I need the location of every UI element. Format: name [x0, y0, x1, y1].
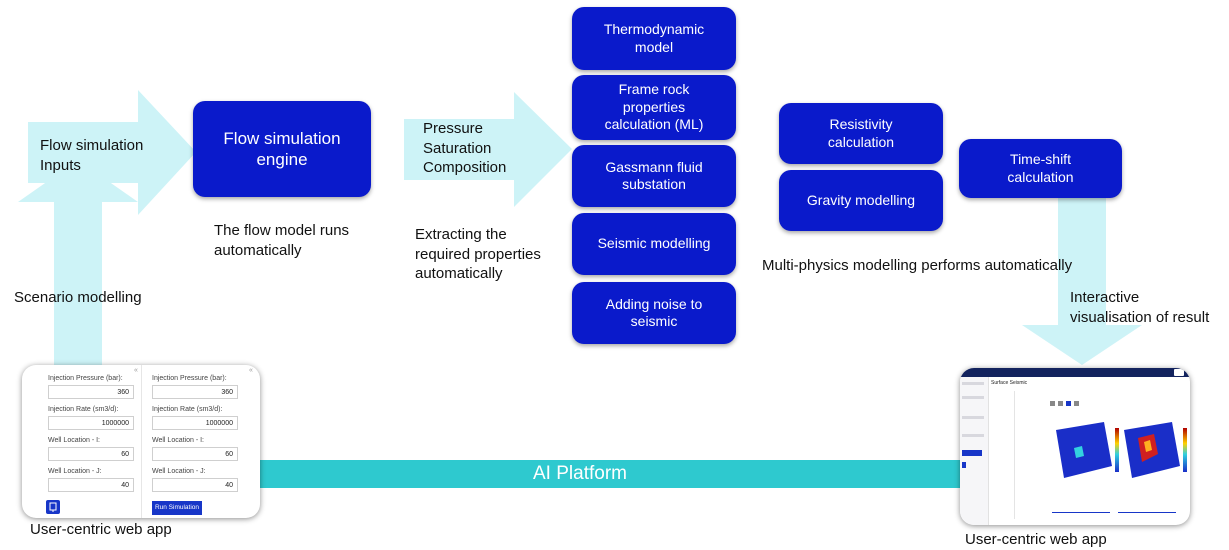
- sidebar-button[interactable]: [962, 450, 982, 456]
- injection-pressure-input[interactable]: 360: [152, 385, 238, 399]
- toolbar-button[interactable]: [1058, 401, 1063, 406]
- well-location-j-label: Well Location - J:: [152, 468, 206, 475]
- ai-platform-bar: [255, 460, 965, 488]
- collapse-icon[interactable]: «: [249, 367, 253, 374]
- slider-track[interactable]: [1052, 512, 1110, 513]
- injection-rate-label: Injection Rate (sm3/d):: [152, 406, 223, 413]
- injection-pressure-label: Injection Pressure (bar):: [152, 375, 227, 382]
- injection-pressure-label: Injection Pressure (bar):: [48, 375, 123, 382]
- run-simulation-button[interactable]: Run Simulation: [152, 501, 202, 515]
- app-divider: [141, 365, 142, 518]
- sidebar-item[interactable]: [962, 416, 984, 419]
- sidebar-item[interactable]: [962, 382, 984, 385]
- gravity-modelling-box: Gravity modelling: [779, 170, 943, 231]
- scenario-label: Scenario modelling: [14, 289, 142, 306]
- injection-pressure-input[interactable]: 360: [48, 385, 134, 399]
- seismic-map-plot: [1056, 422, 1119, 478]
- controls-panel: [1017, 391, 1039, 519]
- slider-track[interactable]: [1118, 512, 1176, 513]
- sidebar-item[interactable]: [962, 434, 984, 437]
- multiphysics-caption: Multi-physics modelling performs automat…: [762, 257, 1073, 274]
- properties-arrow: [404, 92, 572, 207]
- collapse-icon[interactable]: «: [134, 367, 138, 374]
- toolbar-button[interactable]: [1050, 401, 1055, 406]
- flow-inputs-arrow: [28, 90, 196, 215]
- sidebar-item[interactable]: [962, 396, 984, 399]
- well-location-i-label: Well Location - I:: [152, 437, 205, 444]
- left-app-caption: User-centric web app: [30, 521, 172, 538]
- right-app-caption: User-centric web app: [965, 531, 1107, 548]
- well-location-j-input[interactable]: 40: [152, 478, 238, 492]
- injection-rate-input[interactable]: 1000000: [48, 416, 134, 430]
- seismic-map-plot: [1124, 422, 1187, 478]
- scenario-up-arrow: [18, 160, 138, 375]
- well-location-i-label: Well Location - I:: [48, 437, 101, 444]
- well-location-j-label: Well Location - J:: [48, 468, 102, 475]
- app-header-bar: [960, 368, 1190, 377]
- injection-rate-label: Injection Rate (sm3/d):: [48, 406, 119, 413]
- seismic-modelling-box: Seismic modelling: [572, 213, 736, 275]
- toolbar-button[interactable]: [1066, 401, 1071, 406]
- injection-rate-input[interactable]: 1000000: [152, 416, 238, 430]
- well-location-i-input[interactable]: 60: [152, 447, 238, 461]
- upload-icon[interactable]: [46, 500, 60, 514]
- settings-panel: [992, 391, 1015, 519]
- toolbar-button[interactable]: [1074, 401, 1079, 406]
- visualisation-down-arrow: [1022, 190, 1142, 365]
- app-logo-icon: [1174, 369, 1184, 376]
- page-title: Surface Seismic: [991, 380, 1028, 386]
- right-web-app-screenshot: Surface Seismic: [960, 368, 1190, 525]
- left-web-app-screenshot: « « Injection Pressure (bar): 360 Inject…: [22, 365, 260, 518]
- well-location-j-input[interactable]: 40: [48, 478, 134, 492]
- sidebar-button[interactable]: [962, 462, 966, 468]
- ai-platform-label: AI Platform: [533, 463, 627, 484]
- well-location-i-input[interactable]: 60: [48, 447, 134, 461]
